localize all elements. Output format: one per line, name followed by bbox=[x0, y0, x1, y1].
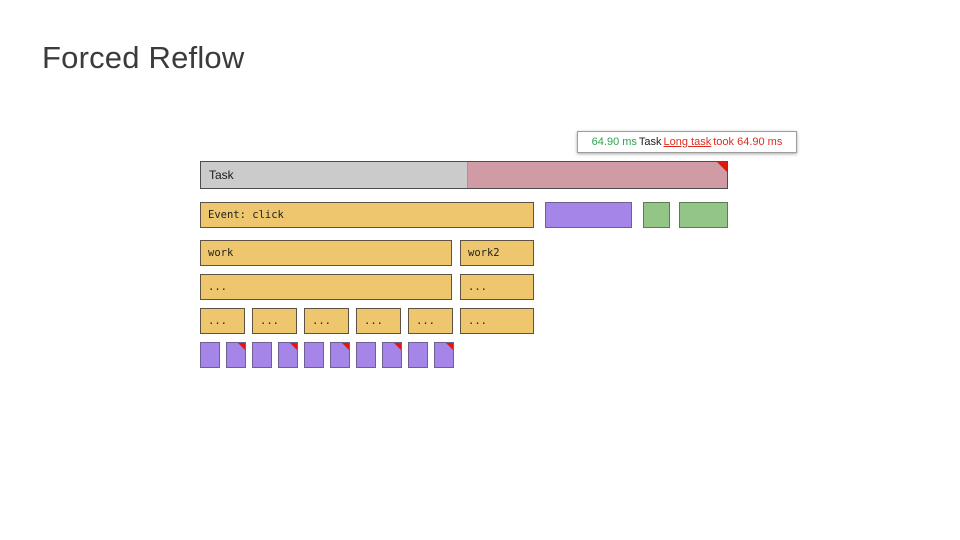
flame-bar-label: work2 bbox=[468, 247, 500, 259]
flame-bar-purple bbox=[200, 342, 220, 368]
flame-bar-: ... bbox=[252, 308, 297, 334]
flame-bar-label: ... bbox=[416, 315, 435, 327]
long-task-flag-icon bbox=[446, 343, 453, 350]
flame-bar-: ... bbox=[200, 308, 245, 334]
flame-bar-purple bbox=[408, 342, 428, 368]
flame-bar-green bbox=[643, 202, 670, 228]
flame-bar-purple bbox=[278, 342, 298, 368]
flame-bar-green bbox=[679, 202, 728, 228]
flame-bar-work: work bbox=[200, 240, 452, 266]
tooltip-duration: 64.90 ms bbox=[591, 136, 637, 148]
flame-bar-: ... bbox=[200, 274, 452, 300]
flame-bar-label: ... bbox=[364, 315, 383, 327]
flame-bar-purple bbox=[356, 342, 376, 368]
task-bar: Task bbox=[200, 161, 728, 189]
flame-bar-event-click: Event: click bbox=[200, 202, 534, 228]
long-task-flag-icon bbox=[394, 343, 401, 350]
flame-bar-: ... bbox=[356, 308, 401, 334]
flame-bar-: ... bbox=[304, 308, 349, 334]
long-task-flag-icon bbox=[290, 343, 297, 350]
flame-bar-label: Event: click bbox=[208, 209, 284, 221]
flame-bar-purple bbox=[545, 202, 632, 228]
flame-bar-label: ... bbox=[260, 315, 279, 327]
flame-bar-label: ... bbox=[312, 315, 331, 327]
long-task-link[interactable]: Long task bbox=[663, 136, 712, 148]
flame-bar-label: ... bbox=[468, 315, 487, 327]
flame-bar-work2: work2 bbox=[460, 240, 534, 266]
flame-bar-purple bbox=[330, 342, 350, 368]
flame-bar-label: work bbox=[208, 247, 234, 259]
task-bar-label: Task bbox=[209, 168, 234, 182]
flame-bar-purple bbox=[252, 342, 272, 368]
flame-bar-: ... bbox=[460, 274, 534, 300]
tooltip-warning-text: took 64.90 ms bbox=[713, 136, 783, 148]
flame-bar-purple bbox=[434, 342, 454, 368]
flame-bar-purple bbox=[382, 342, 402, 368]
flame-bar-label: ... bbox=[468, 281, 487, 293]
long-task-tooltip: 64.90 ms Task Long task took 64.90 ms bbox=[577, 131, 797, 153]
flame-bar-purple bbox=[226, 342, 246, 368]
flame-bar-label: ... bbox=[208, 315, 227, 327]
flame-bar-purple bbox=[304, 342, 324, 368]
tooltip-task-label: Task bbox=[638, 136, 662, 148]
page-title: Forced Reflow bbox=[42, 40, 245, 75]
long-task-flag-icon bbox=[342, 343, 349, 350]
long-task-flag-icon bbox=[238, 343, 245, 350]
long-task-section bbox=[467, 162, 727, 188]
flame-bar-: ... bbox=[460, 308, 534, 334]
flame-bar-: ... bbox=[408, 308, 453, 334]
flame-bar-label: ... bbox=[208, 281, 227, 293]
long-task-flag-icon bbox=[717, 162, 727, 172]
